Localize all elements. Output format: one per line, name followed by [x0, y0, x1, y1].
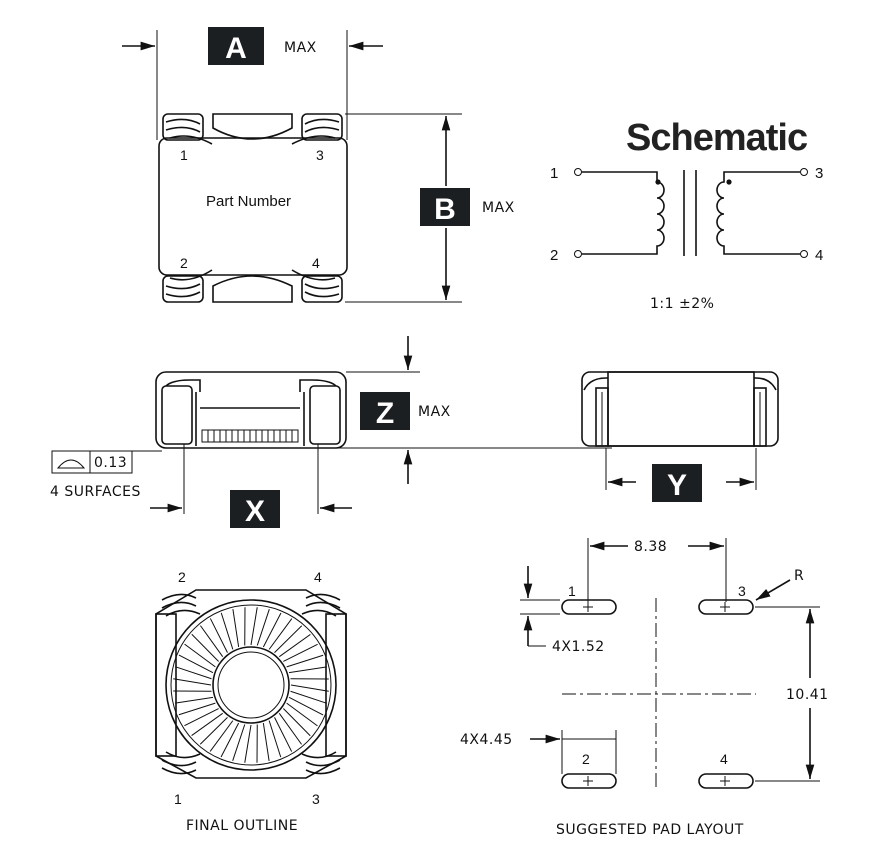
svg-text:B: B: [434, 193, 456, 226]
dimension-a-label: A MAX: [208, 27, 317, 65]
toroid-winding: [178, 654, 214, 674]
toroid-winding: [274, 625, 303, 653]
toroid-winding: [256, 609, 270, 646]
toroid-winding: [286, 702, 318, 727]
toroid-winding: [209, 618, 228, 653]
pin-label: 4: [815, 247, 823, 264]
surfaces-note: 4 SURFACES: [50, 484, 141, 500]
schematic: Schematic 1 2 3 4 1:1 ±2%: [550, 117, 823, 312]
pad-length-value: 4X4.45: [460, 732, 513, 748]
toroid-winding: [191, 633, 219, 662]
terminal-clip: [291, 269, 343, 303]
toroid-winding: [199, 717, 228, 745]
toroid-winding: [278, 712, 302, 745]
toroid-winding: [290, 690, 327, 704]
pin-label: 4: [314, 569, 322, 585]
svg-text:0.13: 0.13: [94, 455, 127, 471]
toroid-winding: [274, 717, 293, 752]
pin-label: 4: [720, 751, 728, 767]
toroid-winding: [262, 722, 270, 761]
pin-label: 4: [312, 255, 320, 271]
toroid-winding: [173, 678, 212, 686]
final-outline-view: 2 4 1 3 FINAL OUTLINE: [155, 569, 347, 834]
svg-text:A: A: [225, 32, 247, 65]
turns-ratio: 1:1 ±2%: [650, 296, 714, 312]
dimension-b-label: B MAX: [420, 188, 515, 226]
radius-label: R: [794, 568, 804, 584]
svg-text:MAX: MAX: [418, 404, 451, 420]
svg-text:Y: Y: [667, 469, 687, 502]
toroid-winding: [288, 666, 327, 674]
pin-label: 3: [316, 147, 324, 163]
schematic-title: Schematic: [626, 117, 808, 159]
coplanarity-callout: 0.13 4 SURFACES: [50, 450, 162, 500]
toroid-winding: [250, 607, 258, 646]
pin-label: 1: [550, 165, 558, 182]
dimension-x-label: X: [230, 490, 280, 528]
pad: [698, 599, 754, 615]
svg-text:MAX: MAX: [482, 200, 515, 216]
pin-label: 2: [178, 569, 186, 585]
dimension-z-label: Z MAX: [360, 392, 451, 430]
toroid-winding: [209, 720, 234, 752]
pad-width-value: 4X1.52: [552, 639, 605, 655]
pad-layout: 8.38 1 3 2 4 R 4X1.52: [460, 538, 829, 838]
pin-label: 3: [815, 165, 823, 182]
toroid-winding: [175, 696, 214, 704]
top-view: A MAX 1 3 2 4 Part Number: [122, 27, 515, 303]
pitch-y-value: 10.41: [786, 687, 829, 703]
toroid-winding: [175, 666, 212, 680]
pin-label: 1: [174, 791, 182, 807]
terminal-clip: [162, 113, 213, 145]
toroid-winding: [290, 684, 329, 692]
pin-label: 2: [550, 247, 558, 264]
dimension-y-label: Y: [652, 464, 702, 502]
toroid-winding: [184, 708, 219, 727]
toroid-winding: [283, 643, 318, 662]
toroid-winding: [244, 724, 252, 763]
toroid-winding: [262, 612, 282, 648]
final-outline-label: FINAL OUTLINE: [186, 818, 298, 834]
toroid-winding: [283, 708, 311, 737]
pad: [561, 773, 617, 789]
toroid-winding: [278, 634, 311, 658]
pin-label: 1: [568, 583, 576, 599]
toroid-winding: [268, 720, 282, 758]
toroid-winding: [200, 625, 224, 658]
pad-layout-label: SUGGESTED PAD LAYOUT: [556, 822, 744, 838]
toroid-winding: [220, 722, 240, 758]
side-view: Z MAX 0.13 4 SURFACES X: [50, 336, 612, 528]
toroid-winding: [286, 654, 324, 668]
toroid-winding: [268, 618, 293, 650]
toroid-winding: [232, 609, 240, 648]
toroid-winding: [178, 702, 216, 716]
toroid-winding: [288, 696, 324, 716]
pad: [698, 773, 754, 789]
end-view: Y: [581, 371, 779, 502]
toroid-winding: [184, 643, 216, 668]
part-number-label: Part Number: [206, 193, 291, 210]
pin-label: 3: [312, 791, 320, 807]
pin-label: 1: [180, 147, 188, 163]
toroid-winding: [232, 724, 246, 761]
pin-label: 2: [582, 751, 590, 767]
pin-label: 3: [738, 583, 746, 599]
pitch-x-value: 8.38: [634, 539, 667, 555]
svg-text:MAX: MAX: [284, 40, 317, 56]
toroid-winding: [191, 712, 224, 736]
svg-text:X: X: [245, 495, 265, 528]
terminal-clip: [162, 269, 213, 303]
pad: [561, 599, 617, 615]
terminal-clip: [291, 113, 343, 145]
pin-label: 2: [180, 255, 188, 271]
svg-text:Z: Z: [376, 397, 394, 430]
toroid-winding: [220, 612, 234, 650]
